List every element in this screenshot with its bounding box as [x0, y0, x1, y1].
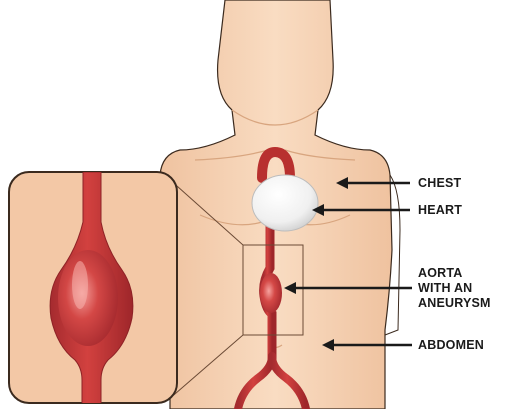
- inset-magnified-view: [9, 172, 177, 409]
- heart-shape: [252, 175, 318, 231]
- heart-label: HEART: [418, 203, 462, 217]
- aorta-label-line1: AORTA: [418, 266, 463, 280]
- chest-label: CHEST: [418, 176, 461, 190]
- aorta-label-line3: ANEURYSM: [418, 296, 491, 310]
- inset-highlight: [72, 261, 88, 309]
- abdomen-label: ABDOMEN: [418, 338, 484, 352]
- inset-aneurysm: [58, 250, 118, 346]
- aorta-label-line2: WITH AN: [418, 281, 472, 295]
- aneurysm-bulge: [260, 273, 282, 313]
